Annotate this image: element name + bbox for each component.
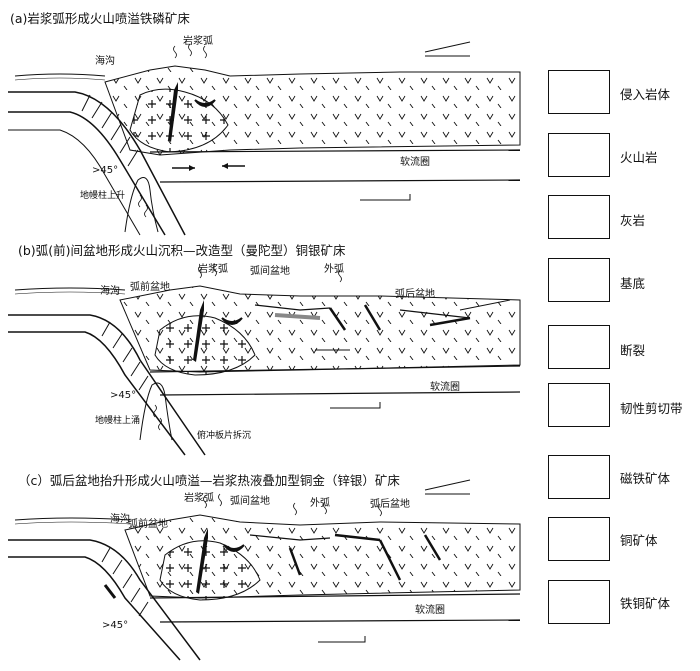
panel-c-label-outer-arc: 外弧 <box>310 498 330 509</box>
panel-a-label-asthenosphere: 软流圈 <box>400 157 430 168</box>
panel-b-label-forearc-basin: 弧前盆地 <box>130 282 170 293</box>
panel-c-label-interarc-basin: 弧间盆地 <box>230 496 270 507</box>
panel-b-label-asthenosphere: 软流圈 <box>430 382 460 393</box>
legend-box-shear-zone <box>548 383 610 427</box>
legend-label-fault: 断裂 <box>620 343 646 358</box>
panel-c-label-asthenosphere: 软流圈 <box>415 605 445 616</box>
panel-b-label-outer-arc: 外弧 <box>324 264 344 275</box>
panel-b-label-trench: 海沟 <box>100 286 120 297</box>
legend-label-basement: 基底 <box>620 276 646 291</box>
panel-b-label-backarc-basin: 弧后盆地 <box>395 289 435 300</box>
legend-box-limestone <box>548 195 610 239</box>
legend-box-fault <box>548 325 610 369</box>
panel-b-label-magmatic-arc: 岩浆弧 <box>198 264 228 275</box>
legend-label-limestone: 灰岩 <box>620 213 646 228</box>
legend-label-copper: 铜矿体 <box>620 533 658 548</box>
legend-box-basement <box>548 258 610 302</box>
panel-c-label-magmatic-arc: 岩浆弧 <box>184 493 214 504</box>
legend-box-copper <box>548 517 610 561</box>
panel-c-label-forearc-basin: 弧前盆地 <box>128 519 168 530</box>
panel-c-drawing <box>8 479 521 661</box>
legend-label-shear-zone: 韧性剪切带 <box>620 401 683 416</box>
panel-a-label-magmatic-arc: 岩浆弧 <box>183 36 213 47</box>
panel-b-label-mantle-plume: 地幔柱上涌 <box>95 416 141 426</box>
panel-c-label-angle: >45° <box>102 620 129 631</box>
legend-label-iron-copper: 铁铜矿体 <box>620 596 671 611</box>
panel-a-drawing <box>8 41 521 236</box>
panel-b-label-slab-delamination: 俯冲板片拆沉 <box>197 431 252 441</box>
panel-c-label-trench: 海沟 <box>110 514 130 525</box>
legend-label-magnetite: 磁铁矿体 <box>620 471 671 486</box>
legend-label-intrusion: 侵入岩体 <box>620 87 671 102</box>
panel-a-label-trench: 海沟 <box>95 56 115 67</box>
panel-a-title: (a)岩浆弧形成火山喷溢铁磷矿床 <box>10 11 190 26</box>
panel-b-title: (b)弧(前)间盆地形成火山沉积—改造型（曼陀型）铜银矿床 <box>18 243 346 258</box>
panel-a-label-angle: >45° <box>92 165 119 176</box>
panel-c-title: （c）弧后盆地抬升形成火山喷溢—岩浆热液叠加型铜金（锌银）矿床 <box>18 473 400 488</box>
legend-box-magnetite <box>548 455 610 499</box>
legend-box-intrusion <box>548 70 610 114</box>
legend-box-iron-copper <box>548 580 610 624</box>
legend-label-volcanic: 火山岩 <box>620 150 658 165</box>
panel-a-label-mantle-plume: 地幔柱上升 <box>80 191 126 201</box>
panel-c-label-backarc-basin: 弧后盆地 <box>370 499 410 510</box>
panel-b-label-angle: >45° <box>110 390 137 401</box>
legend-box-volcanic <box>548 133 610 177</box>
panel-b-label-interarc-basin: 弧间盆地 <box>250 266 290 277</box>
panel-b-drawing <box>8 263 521 456</box>
